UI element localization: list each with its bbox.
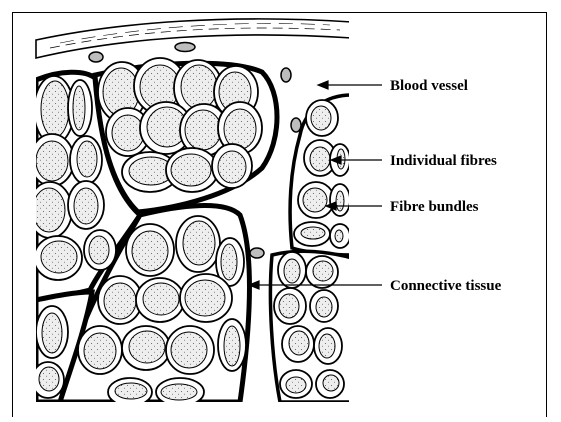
fibre-core — [289, 331, 309, 355]
fibre-core — [36, 141, 68, 181]
fibre-core — [41, 241, 77, 273]
fibre-core — [335, 230, 343, 242]
fibre-core — [310, 147, 330, 171]
fibre-core — [143, 283, 179, 315]
label-fibre-bundles: Fibre bundles — [390, 199, 479, 215]
fibre-core — [132, 231, 168, 271]
fibre-core — [84, 333, 116, 369]
fibre-core — [171, 154, 211, 186]
fibre-core — [171, 332, 207, 368]
fibre-core — [181, 65, 217, 109]
fibre-core — [221, 244, 237, 280]
fibre-core — [185, 110, 221, 150]
fibre-core — [33, 188, 65, 232]
fibre-core — [39, 367, 59, 391]
fibre-core — [279, 294, 299, 318]
fibre-core — [319, 334, 335, 358]
fibre-core — [112, 115, 144, 151]
fibre-core — [89, 236, 109, 264]
fibre-core — [185, 280, 225, 316]
fibre-core — [284, 259, 300, 283]
fibre-core — [286, 377, 306, 393]
outer-sheath — [36, 19, 352, 58]
fibre-core — [74, 188, 98, 224]
fibre-core — [77, 141, 97, 177]
fibre-core — [313, 261, 333, 281]
fibre-core — [183, 221, 215, 265]
fibre-core — [311, 106, 331, 130]
fibre-core — [73, 86, 85, 130]
fibre-core — [323, 375, 339, 391]
fibre-core — [303, 188, 327, 212]
fibre-core — [218, 151, 246, 183]
label-individual-fibres: Individual fibres — [390, 153, 497, 169]
fibre-core — [224, 109, 256, 149]
label-connective-tissue: Connective tissue — [390, 278, 502, 294]
fibre-core — [115, 383, 147, 399]
fibre-core — [42, 313, 62, 353]
fibre-core — [161, 384, 197, 400]
label-blood-vessel: Blood vessel — [390, 78, 468, 94]
fibre-core — [129, 331, 165, 363]
fibre-core — [301, 227, 325, 239]
fibre-core — [41, 81, 69, 137]
fibre-core — [336, 191, 344, 211]
fibre-core — [224, 326, 240, 366]
fibre-core — [316, 297, 332, 317]
fibre-core — [104, 283, 136, 319]
